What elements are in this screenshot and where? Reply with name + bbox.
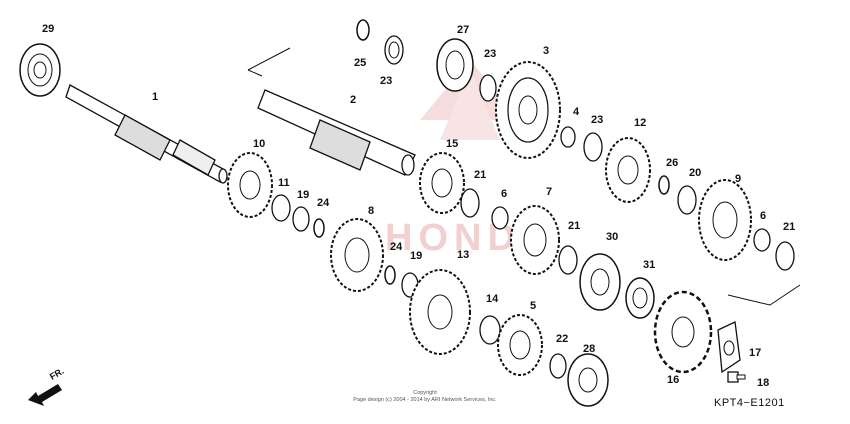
callout-label: 14 — [486, 293, 499, 305]
gear-part-13 — [409, 269, 471, 355]
callout-label: 6 — [501, 188, 507, 200]
group-bracket-top — [247, 47, 291, 77]
callout-label: 28 — [583, 343, 595, 355]
washer-part-22 — [549, 353, 567, 379]
sprocket-part-16 — [653, 290, 713, 374]
callout-label: 9 — [735, 173, 741, 185]
callout-label: 11 — [278, 177, 290, 189]
washer-part-20 — [677, 185, 697, 215]
callout-label: 13 — [457, 249, 469, 261]
bushing-part-14 — [479, 315, 501, 345]
callout-label: 19 — [410, 250, 422, 262]
callout-label: 20 — [689, 167, 701, 179]
bearing-part-27 — [436, 38, 474, 92]
callout-label: 18 — [757, 377, 769, 389]
bearing-part-29 — [19, 43, 61, 97]
mainshaft-part-1 — [65, 84, 228, 184]
circlip-part-24a — [313, 218, 325, 238]
bushing-part-11 — [271, 194, 291, 222]
bearing-part-30 — [579, 253, 621, 311]
callout-label: 21 — [568, 220, 580, 232]
front-direction-arrow: FR. — [28, 366, 66, 406]
callout-label: 26 — [666, 157, 678, 169]
callout-label: 24 — [317, 197, 330, 209]
circlip-part-25 — [356, 19, 370, 41]
callout-label: 25 — [354, 57, 366, 69]
callout-label: 2 — [350, 94, 356, 106]
callout-label: 23 — [484, 48, 496, 60]
callout-label: 31 — [643, 259, 655, 271]
callout-label: 21 — [474, 169, 486, 181]
gear-part-3 — [495, 61, 561, 159]
callout-label: 29 — [42, 23, 54, 35]
circlip-part-26 — [658, 175, 670, 195]
washer-part-23b — [479, 74, 497, 102]
callout-label: 17 — [749, 347, 761, 359]
washer-part-21a — [460, 188, 480, 218]
bushing-part-6b — [753, 228, 771, 252]
callout-label: 5 — [530, 300, 536, 312]
circlip-part-24b — [384, 265, 396, 285]
direction-label: FR. — [48, 366, 66, 382]
gear-part-5 — [497, 314, 543, 376]
washer-part-23c — [583, 132, 603, 162]
callout-label: 22 — [556, 333, 568, 345]
callout-label: 23 — [591, 114, 603, 126]
diagram-code: KPT4−E1201 — [714, 397, 785, 409]
callout-label: 15 — [446, 138, 458, 150]
callout-label: 21 — [783, 221, 795, 233]
group-bracket-right — [727, 284, 801, 306]
bolt-part-18 — [727, 371, 746, 383]
washer-part-19a — [292, 206, 310, 232]
callout-label: 1 — [152, 91, 158, 103]
callout-label: 3 — [543, 45, 549, 57]
gear-part-12 — [605, 137, 651, 203]
bearing-part-28 — [567, 353, 609, 407]
callout-label: 16 — [667, 374, 679, 386]
gear-part-15 — [419, 152, 465, 214]
seal-part-31 — [625, 277, 655, 319]
gear-part-10 — [227, 152, 273, 218]
callout-label: 23 — [380, 75, 392, 87]
gear-part-8 — [330, 218, 384, 292]
callout-label: 12 — [634, 117, 646, 129]
bushing-part-4 — [560, 126, 576, 148]
washer-part-23a — [384, 35, 404, 65]
copyright-line-2: Page design (c) 2004 - 2014 by ARI Netwo… — [353, 397, 497, 403]
callout-label: 6 — [760, 210, 766, 222]
callout-label: 10 — [253, 138, 265, 150]
callout-label: 7 — [546, 186, 552, 198]
bushing-part-6a — [491, 206, 509, 230]
callout-label: 30 — [606, 231, 618, 243]
copyright-line-1: Copyright — [413, 390, 437, 396]
washer-part-21c — [775, 241, 795, 271]
callout-label: 4 — [573, 106, 580, 118]
plate-part-17 — [717, 321, 741, 374]
callout-label: 27 — [457, 24, 469, 36]
washer-part-21b — [558, 245, 578, 275]
countershaft-part-2 — [257, 89, 416, 176]
gear-part-9 — [698, 179, 752, 261]
gear-part-7 — [510, 205, 560, 275]
callout-label: 19 — [297, 189, 309, 201]
callout-label: 8 — [368, 205, 374, 217]
callout-label: 24 — [390, 241, 403, 253]
callout-labels: 29 1 2 25 23 27 23 3 4 23 12 10 11 19 24… — [42, 23, 795, 389]
